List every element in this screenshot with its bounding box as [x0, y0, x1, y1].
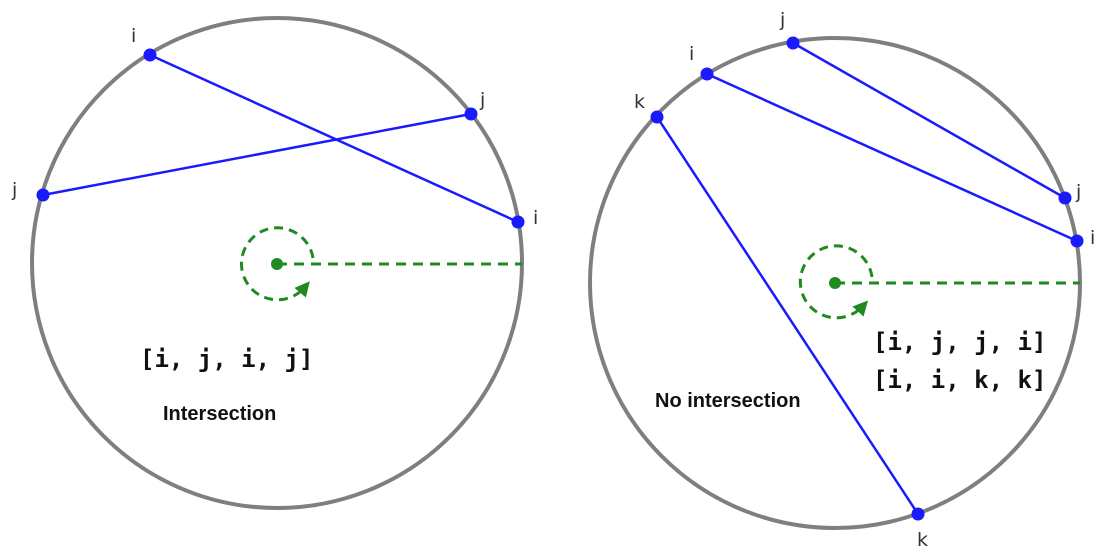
left-sequence: [i, j, i, j] — [140, 345, 313, 373]
left-sweep-indicator — [239, 226, 522, 302]
right-point-k-bottom — [911, 507, 925, 521]
left-point-i-top — [143, 48, 157, 62]
right-chord-k — [655, 116, 920, 515]
right-label-i-right: i — [1090, 227, 1095, 249]
right-caption: No intersection — [655, 390, 801, 412]
right-label-k-bottom: k — [917, 529, 928, 551]
right-chord-j — [792, 41, 1066, 200]
right-label-i-top: i — [689, 43, 694, 65]
right-label-j-top: j — [779, 9, 785, 31]
right-point-k-top — [650, 110, 664, 124]
right-diagram: j i k j i k [i, j, j, i] [i, i, k, k] No… — [588, 9, 1095, 551]
left-label-i-right: i — [533, 207, 538, 229]
right-sequence-1: [i, j, j, i] — [873, 328, 1046, 356]
left-point-i-right — [511, 215, 525, 229]
right-rotation-arc — [798, 244, 874, 320]
right-sequence-2: [i, i, k, k] — [873, 366, 1046, 394]
left-chord-j — [42, 112, 472, 197]
left-label-j-left: j — [11, 179, 17, 201]
left-point-j-right — [464, 107, 478, 121]
left-rotation-arc — [239, 226, 315, 302]
right-center-dot — [829, 277, 841, 289]
left-label-i-top: i — [131, 25, 136, 47]
right-point-j-right — [1058, 191, 1072, 205]
left-chord-i — [149, 53, 519, 224]
right-point-i-top — [700, 67, 714, 81]
right-label-k-top: k — [634, 91, 645, 113]
left-center-dot — [271, 258, 283, 270]
right-chord-i — [706, 72, 1078, 243]
left-point-j-left — [36, 188, 50, 202]
left-label-j-right: j — [479, 89, 485, 111]
right-point-j-top — [786, 36, 800, 50]
right-label-j-right: j — [1075, 181, 1081, 203]
left-caption: Intersection — [163, 403, 276, 425]
right-sweep-indicator — [798, 244, 1080, 320]
left-diagram: i j j i [i, j, i, j] Intersection — [11, 16, 538, 510]
right-point-i-right — [1070, 234, 1084, 248]
